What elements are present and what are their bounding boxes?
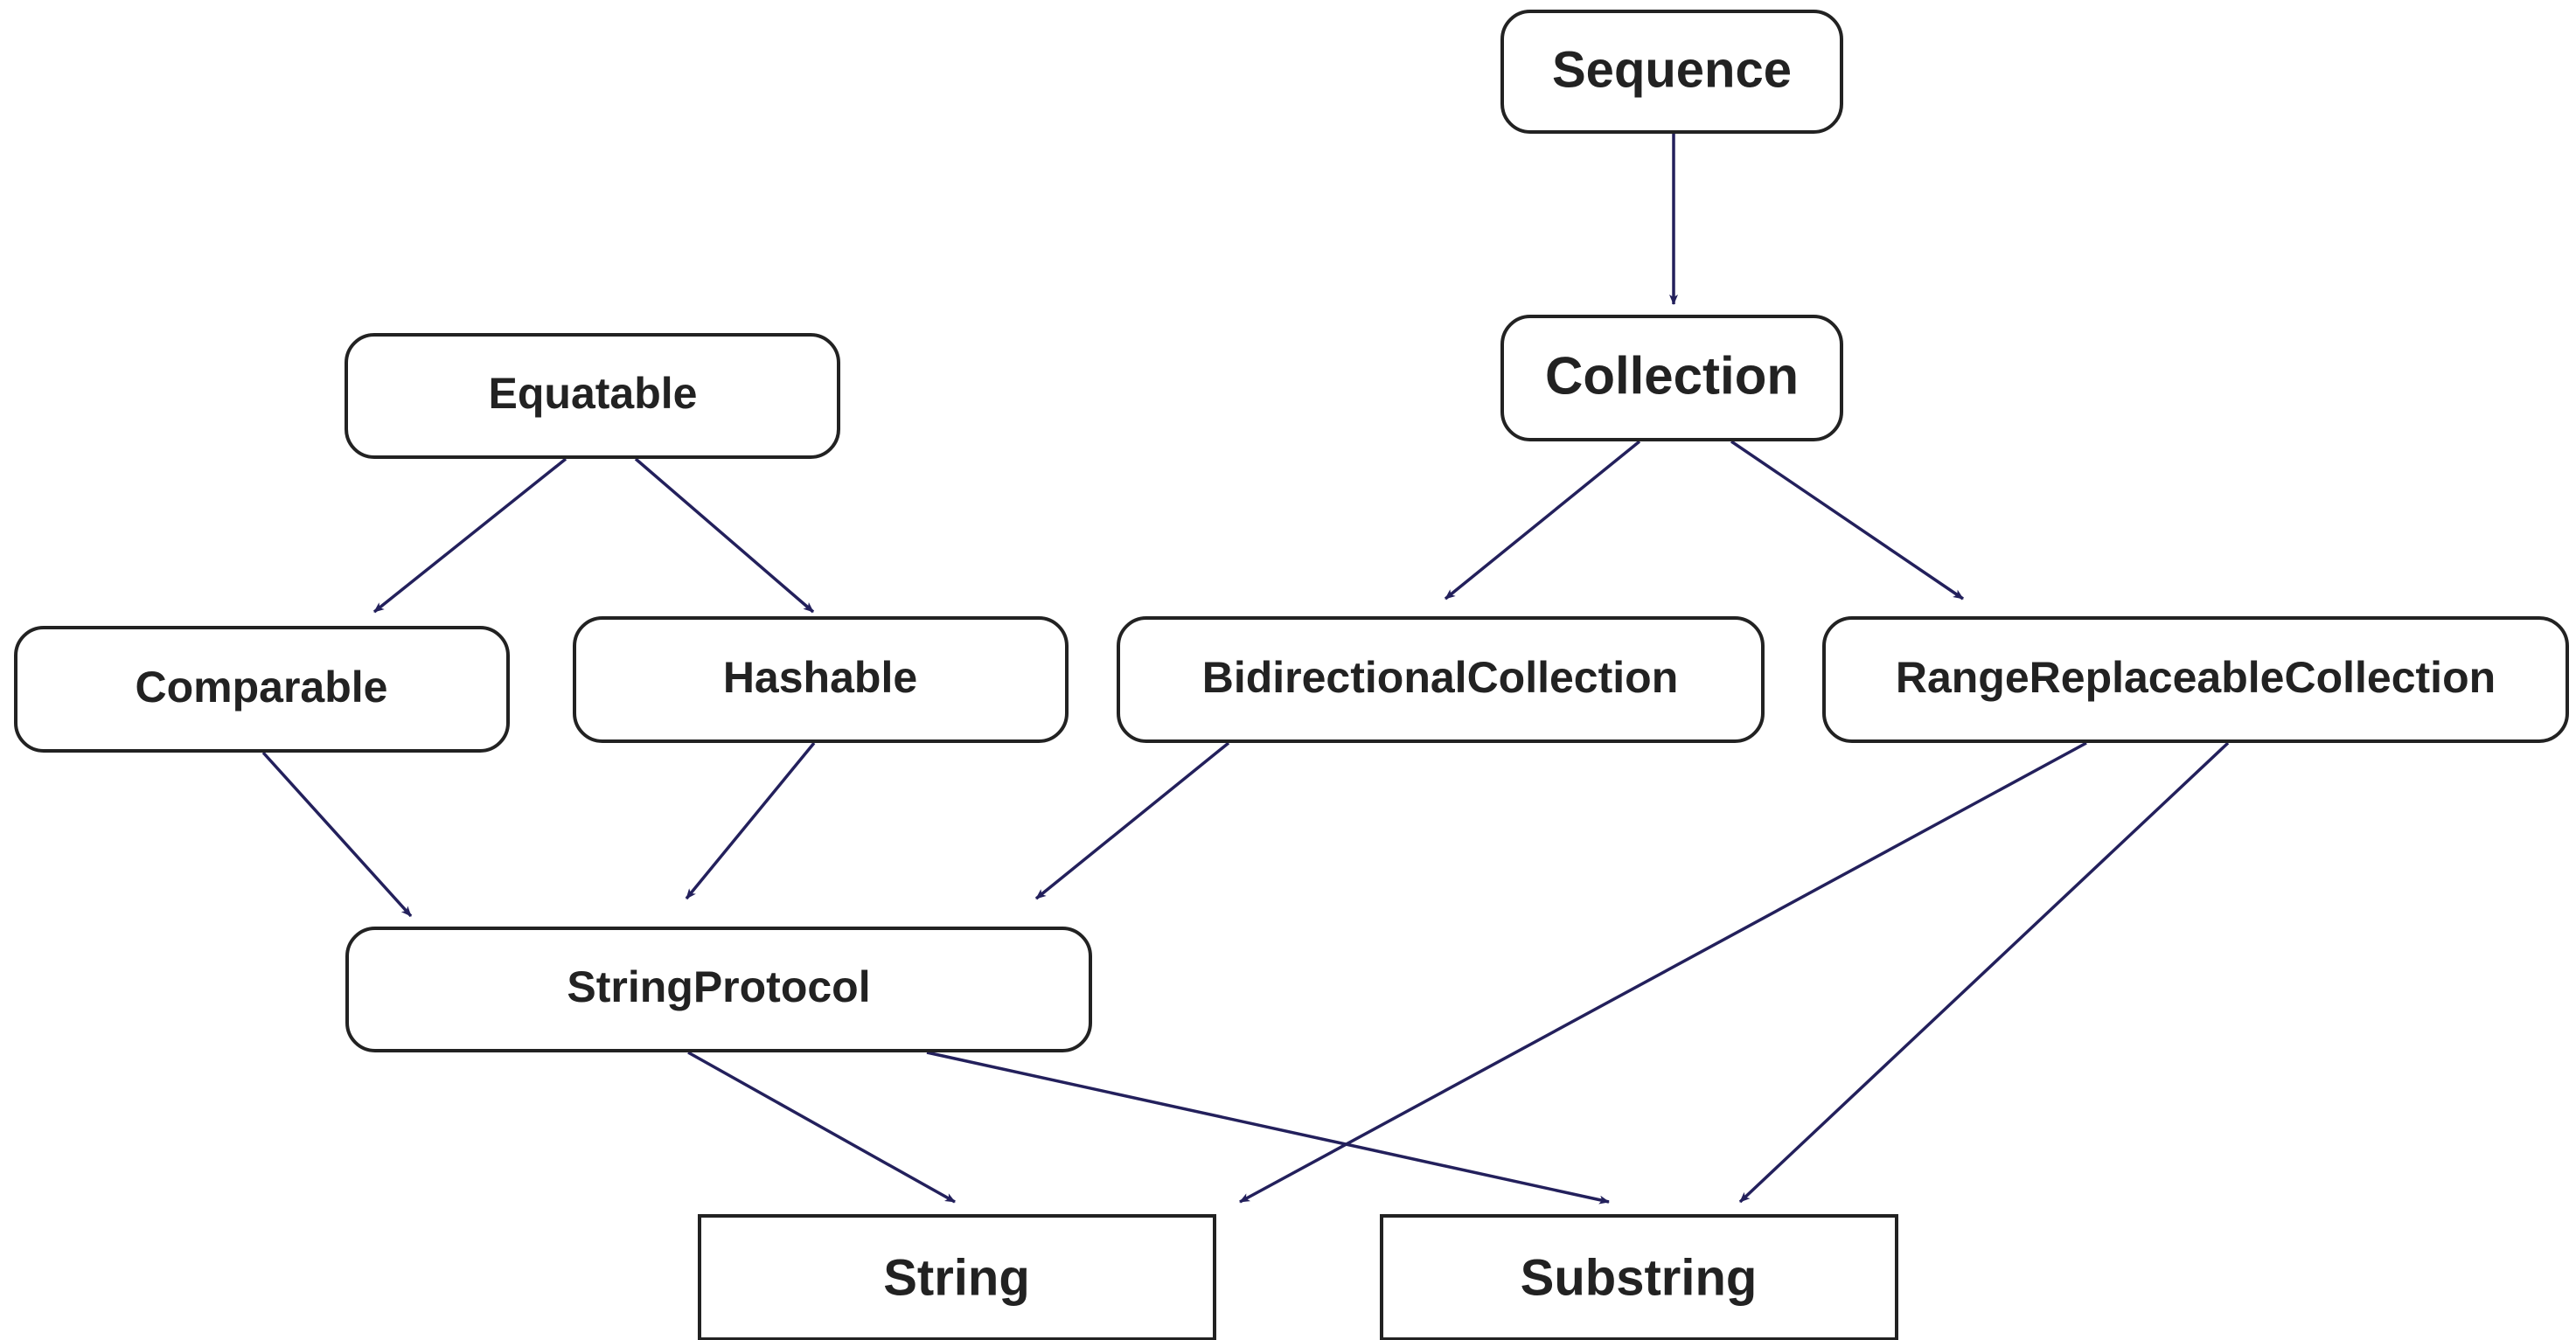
edge-bidirectional-to-stringprotocol — [1034, 741, 1230, 900]
edge-comparable-to-stringprotocol — [261, 751, 413, 918]
label-stringprotocol: StringProtocol — [567, 962, 870, 1011]
edge-rangereplaceable-to-substring — [1738, 741, 2230, 1204]
node-equatable: Equatable — [345, 333, 840, 459]
node-collection: Collection — [1500, 315, 1843, 441]
node-comparable: Comparable — [14, 626, 510, 753]
edge-hashable-to-stringprotocol — [685, 741, 816, 900]
edge-stringprotocol-to-substring — [926, 1051, 1610, 1205]
edge-collection-to-bidirectional — [1444, 440, 1641, 601]
node-string: String — [698, 1214, 1216, 1340]
label-string: String — [883, 1250, 1030, 1307]
node-bidirectionalcollection: BidirectionalCollection — [1117, 616, 1765, 743]
nodes-layer: Sequence Collection Equatable Comparable… — [14, 10, 2569, 1340]
edges-layer — [261, 134, 2230, 1205]
label-substring: Substring — [1521, 1250, 1758, 1307]
label-hashable: Hashable — [723, 653, 917, 702]
label-rangereplaceablecollection: RangeReplaceableCollection — [1896, 653, 2496, 702]
label-comparable: Comparable — [136, 663, 388, 712]
edge-stringprotocol-to-string — [687, 1051, 956, 1204]
label-collection: Collection — [1545, 347, 1799, 406]
node-sequence: Sequence — [1500, 10, 1843, 134]
node-hashable: Hashable — [573, 616, 1069, 743]
label-sequence: Sequence — [1552, 42, 1792, 99]
label-bidirectionalcollection: BidirectionalCollection — [1202, 653, 1679, 702]
node-substring: Substring — [1380, 1214, 1898, 1340]
label-equatable: Equatable — [489, 369, 698, 418]
node-stringprotocol: StringProtocol — [345, 927, 1092, 1052]
edge-collection-to-rangereplaceable — [1730, 440, 1964, 601]
node-rangereplaceablecollection: RangeReplaceableCollection — [1822, 616, 2569, 743]
edge-rangereplaceable-to-string — [1239, 741, 2087, 1204]
edge-equatable-to-hashable — [634, 457, 815, 614]
edge-equatable-to-comparable — [372, 457, 567, 614]
